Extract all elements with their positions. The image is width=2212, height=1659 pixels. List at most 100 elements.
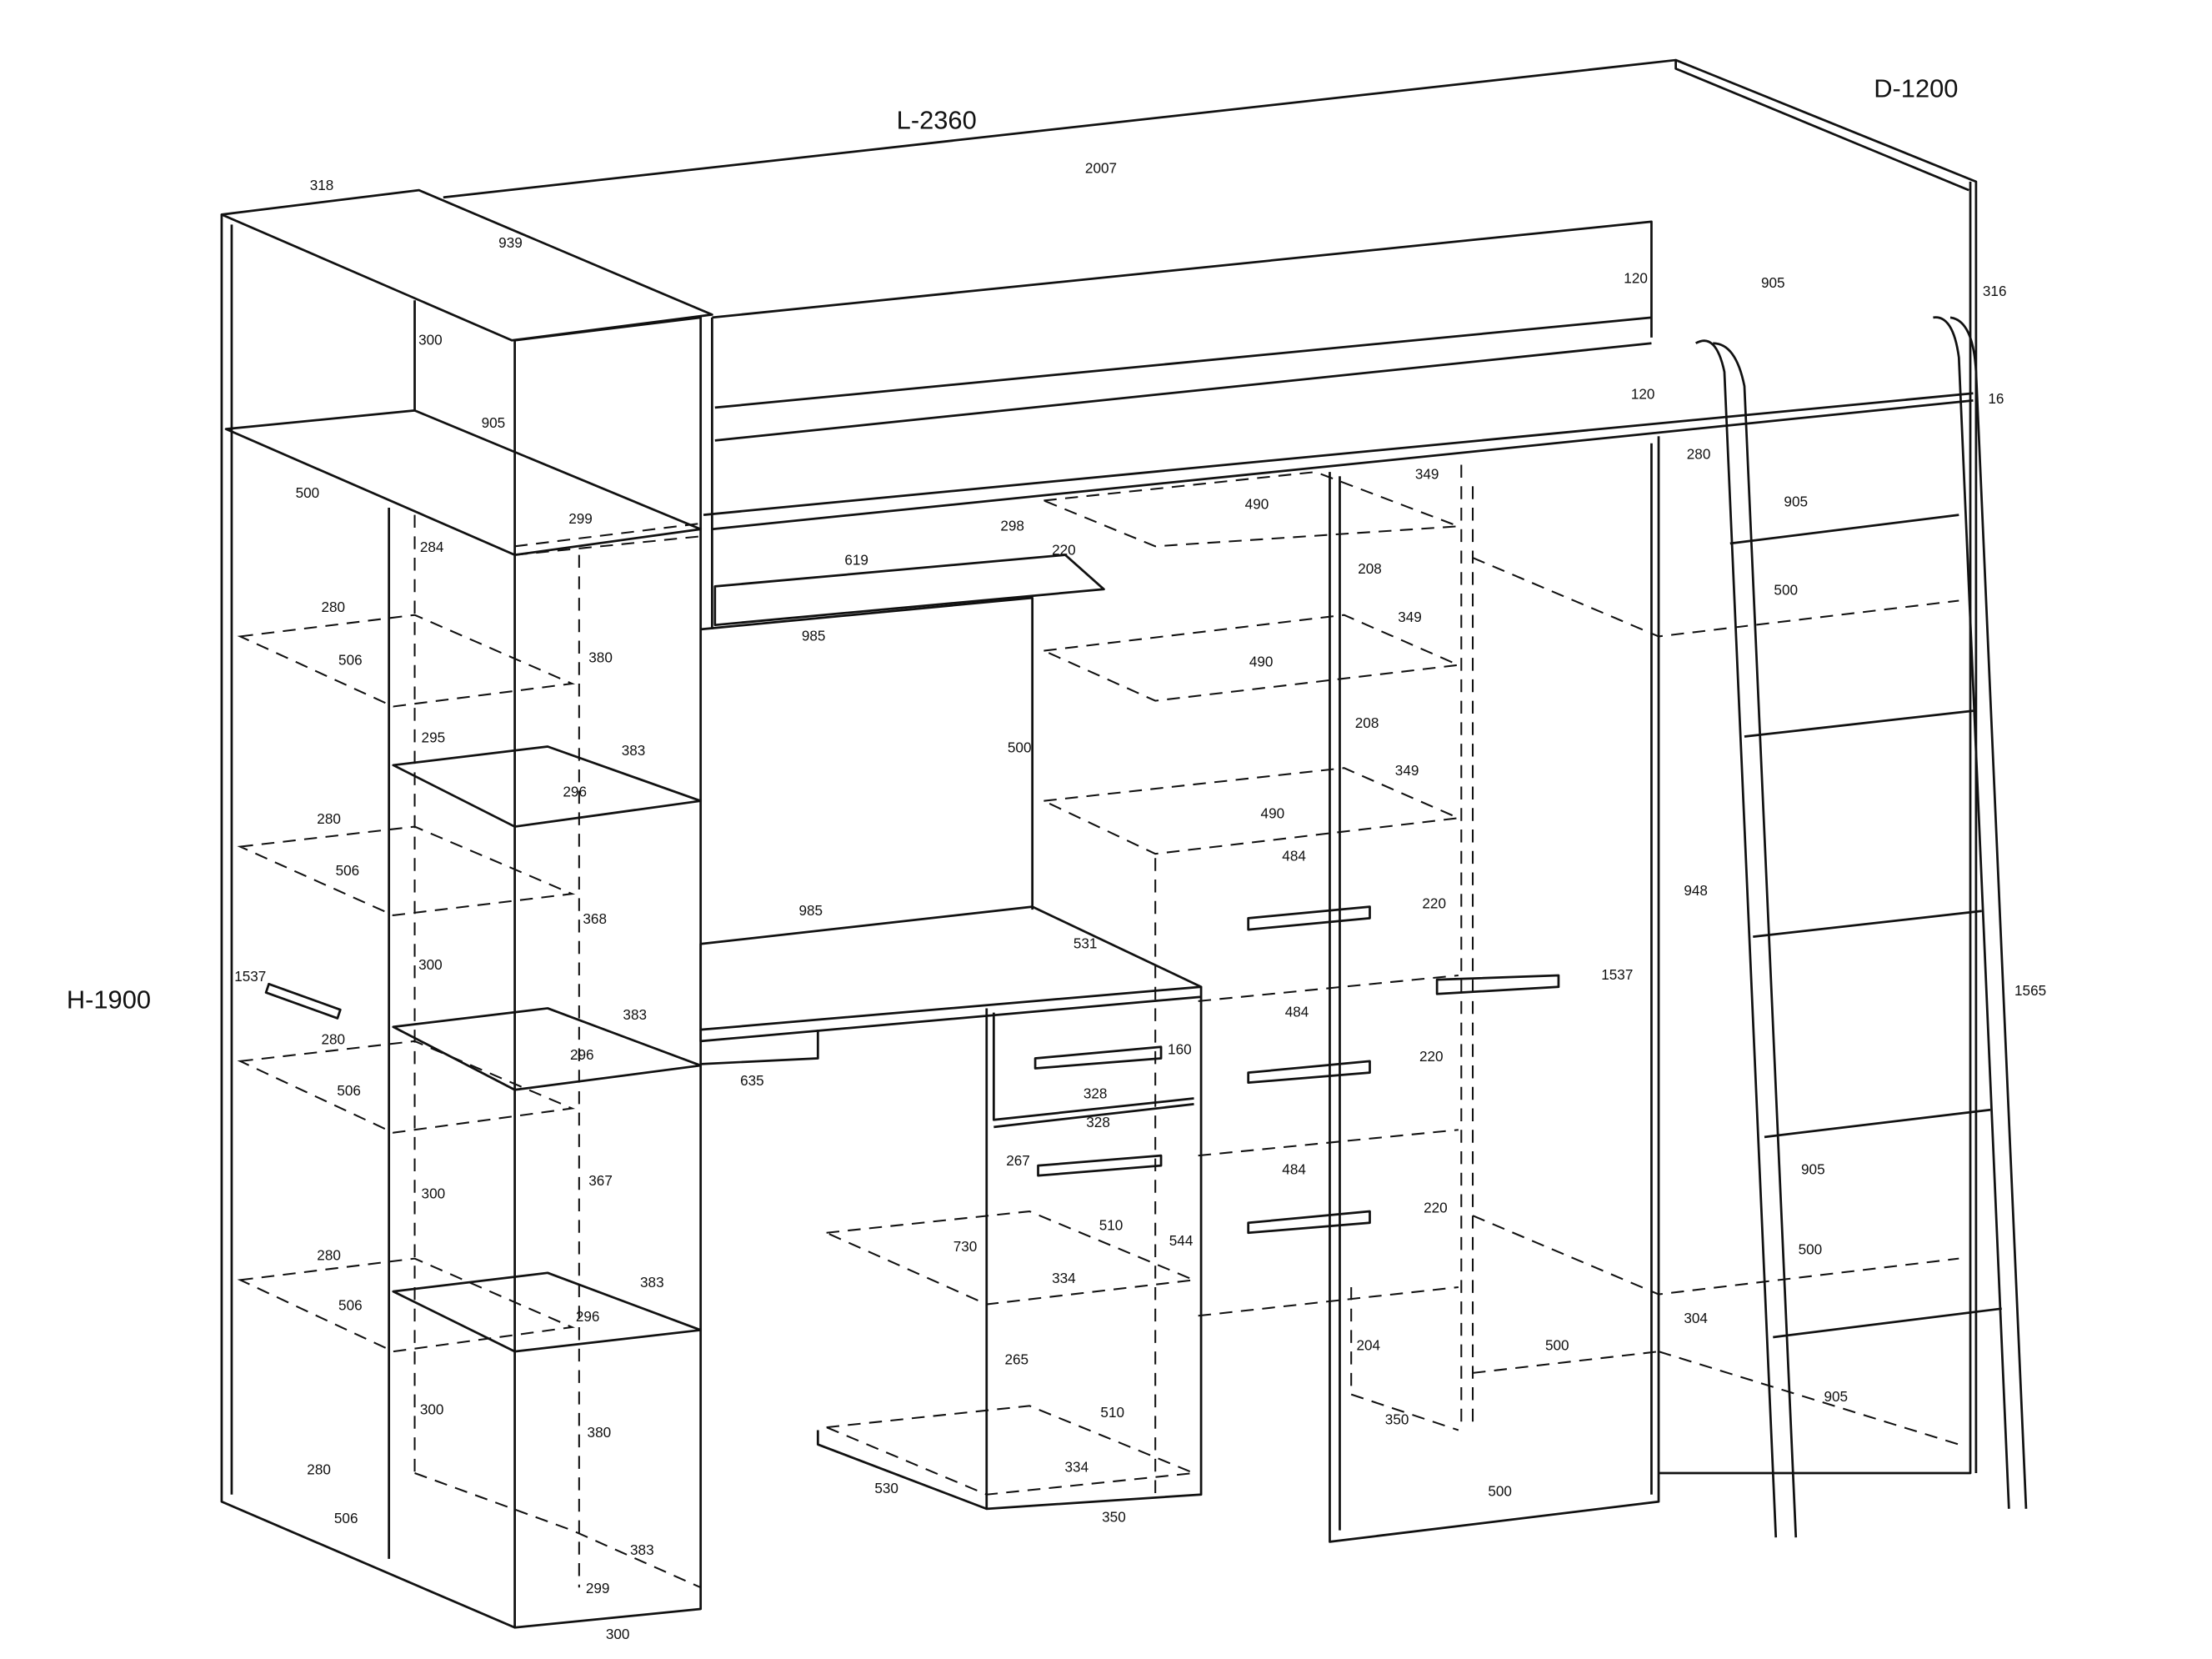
dimension-label: 295 bbox=[422, 729, 446, 745]
overall-height-label: H-1900 bbox=[67, 985, 151, 1014]
dimension-label: 334 bbox=[1065, 1458, 1089, 1475]
dimension-label: 350 bbox=[1102, 1508, 1126, 1525]
dimension-label: 383 bbox=[630, 1541, 654, 1558]
dimension-label: 948 bbox=[1684, 882, 1708, 899]
dimension-label: 939 bbox=[498, 234, 523, 251]
dimension-label: 368 bbox=[583, 910, 607, 927]
dimension-label: 280 bbox=[307, 1461, 331, 1478]
dimension-label: 318 bbox=[310, 177, 334, 193]
dimension-label: 298 bbox=[1000, 517, 1024, 534]
dimension-label: 280 bbox=[317, 1246, 341, 1263]
dimension-label: 905 bbox=[1761, 274, 1785, 291]
dimension-label: 296 bbox=[576, 1308, 600, 1325]
dimension-label: 490 bbox=[1245, 496, 1269, 513]
dimension-label: 367 bbox=[588, 1172, 613, 1189]
dimension-label: 506 bbox=[336, 862, 360, 879]
dimension-label: 280 bbox=[321, 599, 345, 615]
dimension-label: 544 bbox=[1169, 1232, 1194, 1249]
dimension-label: 280 bbox=[321, 1030, 345, 1047]
dimension-label: 383 bbox=[622, 742, 646, 759]
dimension-label: 530 bbox=[874, 1480, 898, 1496]
dimension-label: 300 bbox=[418, 956, 443, 973]
dimension-label: 299 bbox=[586, 1580, 610, 1596]
dimension-label: 905 bbox=[1784, 493, 1808, 509]
dimension-label: 490 bbox=[1261, 804, 1285, 821]
bed-frame bbox=[443, 58, 1978, 1475]
dimension-label: 208 bbox=[1355, 714, 1379, 731]
dimension-label: 220 bbox=[1422, 895, 1446, 911]
dimension-label: 484 bbox=[1285, 1004, 1309, 1020]
dimension-label: 220 bbox=[1419, 1048, 1444, 1065]
dimension-label: 905 bbox=[1801, 1160, 1825, 1177]
dimension-label: 506 bbox=[338, 1296, 363, 1313]
dimension-label: 635 bbox=[740, 1072, 764, 1089]
dimension-label: 619 bbox=[844, 552, 868, 569]
dimension-label: 16 bbox=[1988, 390, 2004, 407]
dimension-label: 316 bbox=[1983, 283, 2007, 299]
dimension-label: 328 bbox=[1083, 1085, 1108, 1102]
dimension-label: 500 bbox=[1774, 582, 1798, 599]
dimension-label: 296 bbox=[570, 1046, 594, 1063]
dimension-label: 506 bbox=[338, 652, 363, 669]
dimension-label: 204 bbox=[1356, 1336, 1380, 1353]
dimension-label: 350 bbox=[1385, 1411, 1409, 1428]
dimension-label: 510 bbox=[1100, 1404, 1124, 1421]
dimension-label: 506 bbox=[337, 1082, 361, 1099]
dimension-label: 905 bbox=[482, 414, 506, 431]
overall-length-label: L-2360 bbox=[897, 105, 977, 134]
dimension-label: 349 bbox=[1395, 762, 1419, 779]
dimension-label: 296 bbox=[563, 784, 587, 800]
dimension-label: 1537 bbox=[1601, 966, 1633, 983]
dimension-label: 265 bbox=[1004, 1351, 1028, 1368]
dimension-label: 500 bbox=[1488, 1482, 1512, 1499]
middle-shelves bbox=[1040, 471, 1462, 1495]
dimension-label: 484 bbox=[1282, 848, 1306, 865]
dimension-label: 490 bbox=[1249, 653, 1274, 669]
dimension-label: 380 bbox=[588, 649, 613, 665]
dimension-label: 484 bbox=[1282, 1160, 1306, 1177]
dimension-label: 220 bbox=[1052, 542, 1076, 559]
dimension-label: 120 bbox=[1624, 270, 1648, 287]
wardrobe bbox=[1329, 436, 1959, 1543]
overall-depth-label: D-1200 bbox=[1874, 74, 1958, 103]
dimension-label: 208 bbox=[1358, 560, 1382, 577]
ladder[interactable] bbox=[1694, 316, 2028, 1538]
dimension-label: 334 bbox=[1052, 1270, 1076, 1286]
dimension-label: 1565 bbox=[2014, 982, 2046, 999]
dimension-label: 730 bbox=[953, 1238, 978, 1255]
dimension-label: 500 bbox=[1545, 1336, 1569, 1353]
dimension-label: 506 bbox=[334, 1510, 358, 1526]
desk bbox=[699, 554, 1203, 1511]
dimension-label: 2007 bbox=[1085, 160, 1117, 177]
dimension-label: 500 bbox=[1008, 739, 1032, 755]
dimension-label: 500 bbox=[296, 484, 320, 501]
dimension-label: 383 bbox=[623, 1006, 647, 1023]
dimension-label: 299 bbox=[568, 510, 593, 527]
dimension-label: 500 bbox=[1799, 1241, 1823, 1258]
dimension-label: 300 bbox=[418, 331, 443, 348]
dimension-label: 120 bbox=[1631, 386, 1655, 403]
dimension-label: 1537 bbox=[234, 968, 266, 985]
left-shelf-unit bbox=[220, 188, 713, 1629]
dimension-label: 267 bbox=[1006, 1152, 1030, 1169]
dimension-label: 160 bbox=[1168, 1040, 1192, 1057]
dimension-label: 304 bbox=[1684, 1310, 1708, 1326]
dimension-label: 510 bbox=[1099, 1216, 1124, 1233]
dimension-label: 280 bbox=[317, 810, 341, 827]
dimension-label: 985 bbox=[798, 902, 823, 919]
dimension-label: 300 bbox=[606, 1626, 630, 1642]
dimension-label: 300 bbox=[420, 1401, 444, 1418]
dimension-labels: 318 2007 939 300 905 500 299 284 280 506 380 295 383… bbox=[234, 160, 2046, 1642]
dimension-label: 220 bbox=[1424, 1200, 1448, 1216]
dimension-label: 349 bbox=[1415, 466, 1439, 483]
dimension-label: 328 bbox=[1086, 1114, 1110, 1130]
dimension-label: 300 bbox=[422, 1185, 446, 1202]
dimension-label: 349 bbox=[1398, 609, 1422, 625]
dimension-label: 905 bbox=[1824, 1388, 1848, 1405]
dimension-label: 380 bbox=[588, 1424, 612, 1441]
dimension-label: 280 bbox=[1687, 446, 1711, 463]
dimension-label: 383 bbox=[640, 1274, 664, 1291]
dimension-label: 531 bbox=[1073, 935, 1098, 951]
dimension-label: 284 bbox=[420, 539, 444, 555]
